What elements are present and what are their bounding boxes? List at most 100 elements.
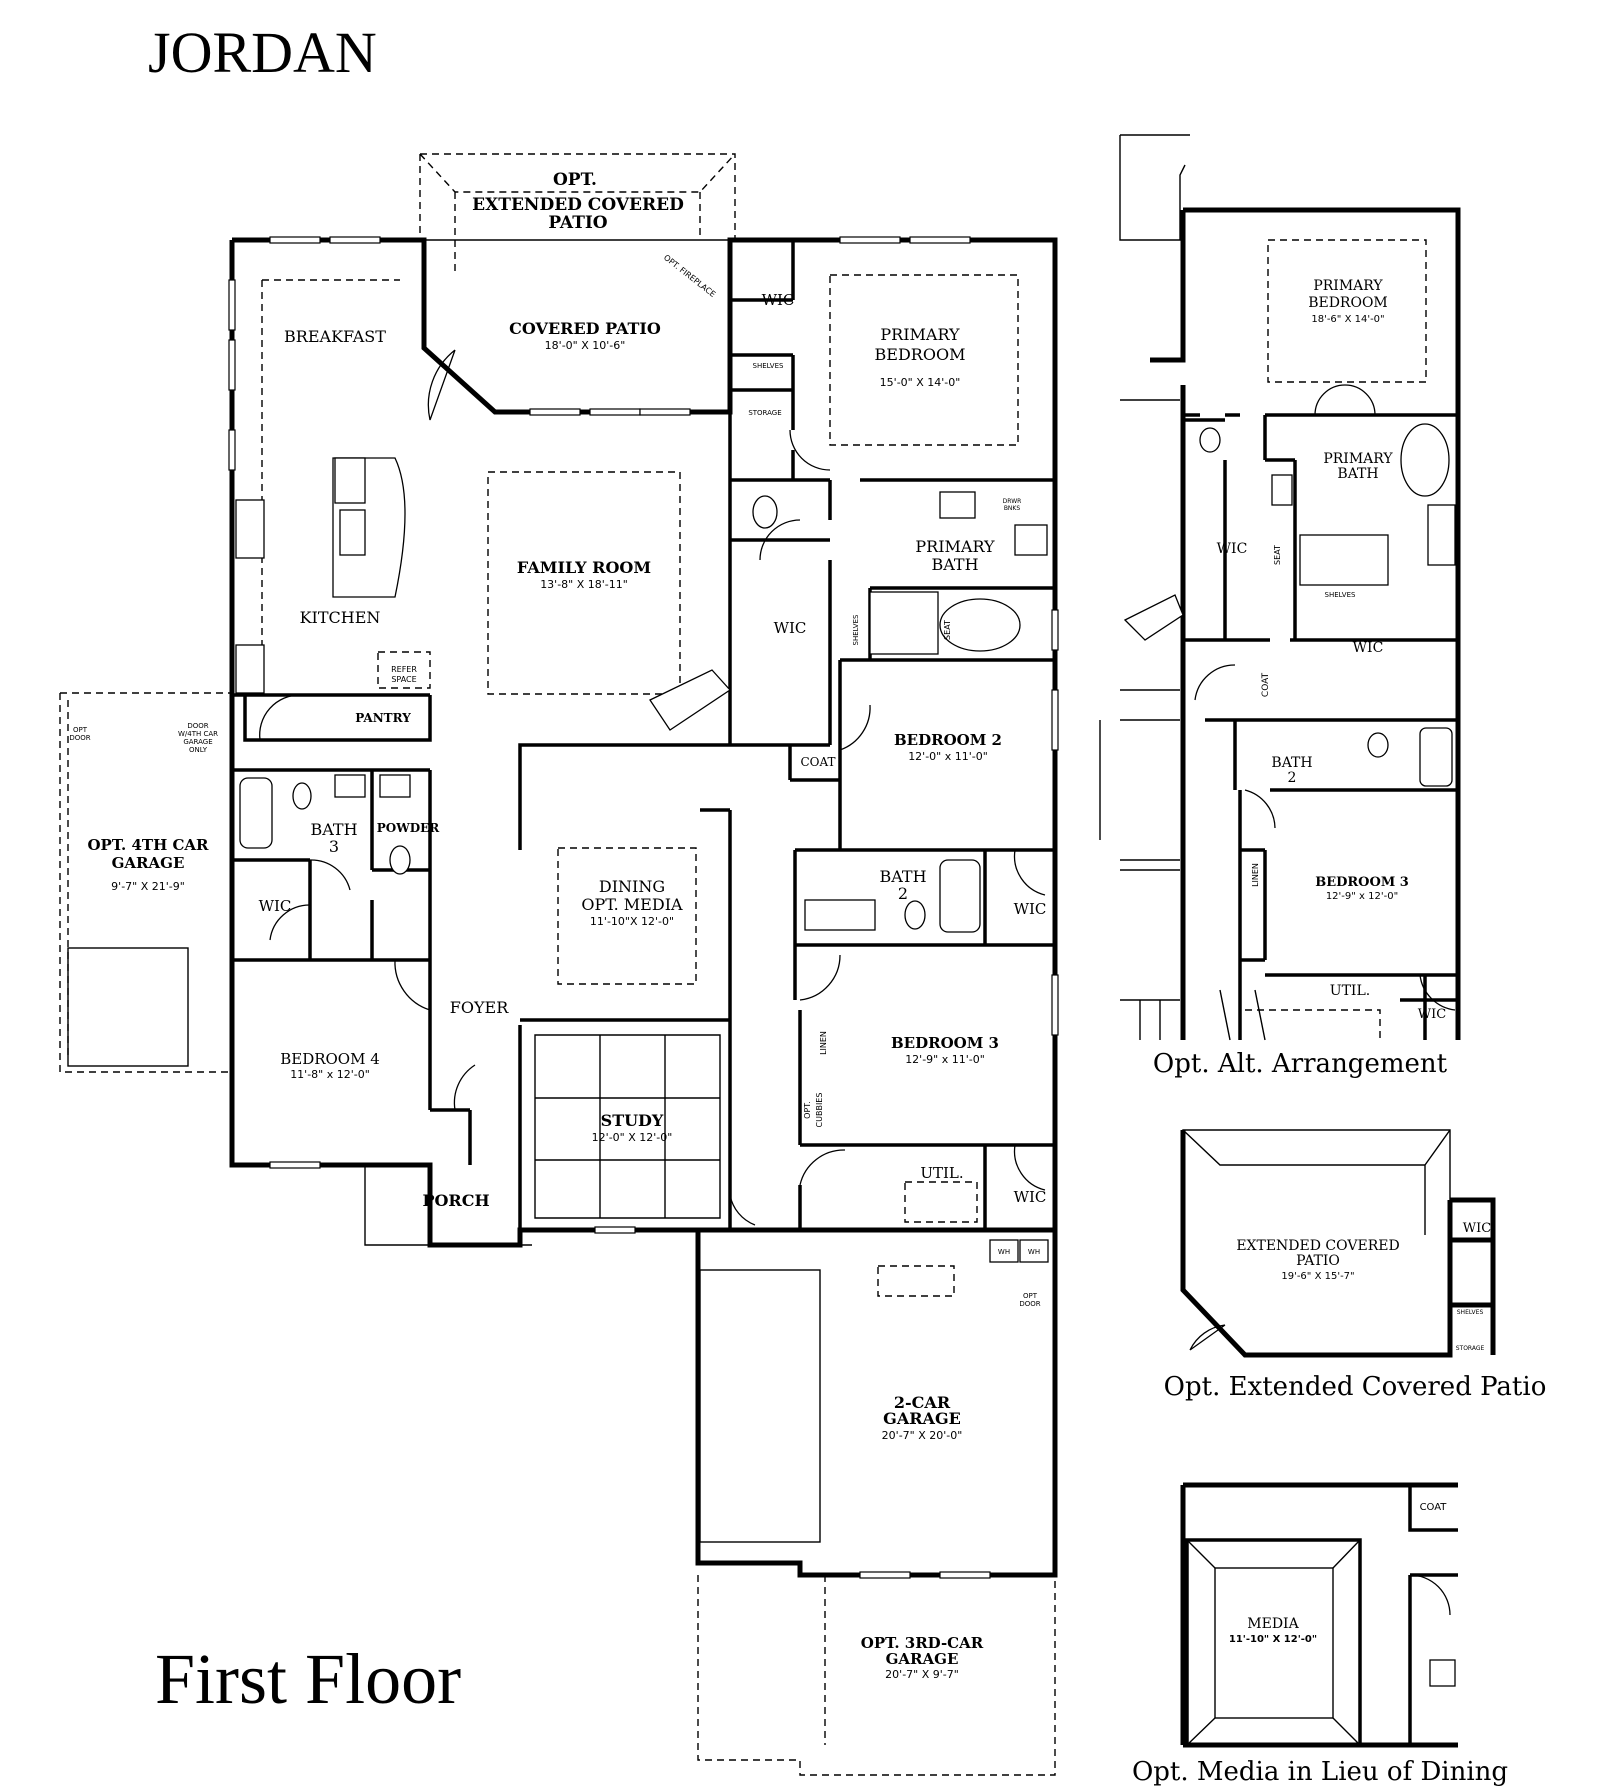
ext-patio-label-1: EXTENDED COVERED [1236,1238,1399,1254]
bath3-door [309,859,351,891]
covered-patio-size: 18'-0" X 10'-6" [545,339,626,352]
porch-outline [364,1165,532,1246]
alt-tub [1400,423,1450,497]
alt-coat: COAT [1261,672,1271,697]
util-label: UTIL. [920,1164,963,1182]
bath3-tub [239,777,273,849]
opt-3rd-garage-label-2: GARAGE [886,1650,959,1668]
alt-bath2-label-2: 2 [1288,770,1297,786]
refer-space-outline [377,651,431,689]
coat-label: COAT [800,755,835,769]
bedroom4-label: BEDROOM 4 [280,1050,380,1068]
bedroom2-door [839,704,871,751]
opt-door-garage-2: DOOR [1019,1300,1040,1308]
family-room-label: FAMILY ROOM [517,558,651,577]
primary-toilet [752,495,778,529]
primary-bedroom-door [789,429,831,471]
door-note-1: DOOR [187,722,208,730]
garage-label-1: 2-CAR [894,1393,951,1412]
wic-bed4-label: WIC [259,897,292,915]
media-size: 11'-10" X 12'-0" [1229,1634,1317,1645]
study-grid [534,1034,721,1219]
bath2-toilet [904,900,926,930]
ext-patio-caption: Opt. Extended Covered Patio [1164,1372,1547,1402]
garage-size: 20'-7" X 20'-0" [882,1429,963,1442]
alt-fireplace-outline [1119,134,1190,241]
media-room-walls [1185,1538,1362,1747]
alt-arrangement-plan: PRIMARY BEDROOM 18'-6" X 14'-0" PRIMARY … [1099,134,1461,1079]
opt-door-4th-1: OPT [73,726,88,734]
water-heater-1 [989,1239,1019,1263]
alt-seat: SEAT [1273,545,1282,565]
bath3-label-2: 3 [329,837,339,856]
primary-bath-label-2: BATH [931,555,978,574]
opt-cubbies-2: CUBBIES [815,1093,824,1128]
storage-label: STORAGE [748,409,781,417]
ext-patio-storage: STORAGE [1456,1345,1485,1352]
door-note-4: ONLY [189,746,208,754]
garage-door-opt [699,1269,821,1543]
alt-coat-door [1194,664,1236,701]
breakfast-label: BREAKFAST [284,327,386,346]
opt-4th-garage-label-1: OPT. 4TH CAR [87,836,209,854]
wic-primary-label: WIC [762,291,795,309]
opt-door-garage-1: OPT [1023,1292,1038,1300]
media-label: MEDIA [1247,1616,1299,1632]
primary-sink-2 [1014,524,1048,556]
drwr-bnks-2: BNKS [1004,505,1021,512]
garage-cabinet [877,1265,955,1297]
util-appliances [904,1181,978,1223]
covered-patio-label: COVERED PATIO [509,319,661,338]
garage-entry-door [729,1194,756,1226]
wh-label-2: WH [1028,1248,1040,1256]
bath3-toilet [292,782,312,810]
range [235,499,265,559]
ext-patio-plan: EXTENDED COVERED PATIO 19'-6" X 15'-7" W… [1164,1129,1547,1402]
bedroom2-label: BEDROOM 2 [894,731,1002,749]
opt-4th-garage-label-2: GARAGE [112,854,185,872]
kitchen-sink [339,509,366,556]
alt-interior-walls [1181,413,1458,1040]
bedroom3-size: 12'-9" x 11'-0" [905,1053,985,1066]
kitchen-ceiling [261,279,400,670]
alt-primary-bath-label-1: PRIMARY [1323,451,1393,467]
door-note-2: W/4TH CAR [178,730,218,738]
wic-bath2-label: WIC [1014,900,1047,918]
opt-patio-label-3: PATIO [548,213,607,233]
alt-wic-left: WIC [1217,541,1248,557]
opt-4th-garage-size: 9'-7" X 21'-9" [111,880,185,893]
alt-wic-door [1419,974,1456,1011]
bath3-label-1: BATH [310,820,357,839]
refer-space-2: SPACE [391,675,416,684]
kitchen-label: KITCHEN [300,608,381,627]
alt-util-lines [1219,989,1266,1041]
alt-fireplace [1123,594,1184,641]
pantry-label: PANTRY [355,711,411,725]
ext-patio-walls [1180,1130,1496,1358]
bedroom3-label: BEDROOM 3 [891,1034,999,1052]
foyer-label: FOYER [450,998,509,1017]
refer-space-1: REFER [391,665,417,674]
linen-label: LINEN [819,1031,828,1055]
alt-shower [1299,534,1389,586]
bedroom4-size: 11'-8" x 12'-0" [290,1068,370,1081]
alt-bath2-tub [1419,727,1453,787]
alt-caption: Opt. Alt. Arrangement [1153,1049,1448,1079]
primary-tub [939,598,1021,652]
bath2-label-1: BATH [879,867,926,886]
ext-patio-label-2: PATIO [1296,1253,1340,1269]
util-door [799,1149,846,1186]
alt-primary-toilet [1199,427,1221,453]
opt-3rd-garage-outline [697,1575,1056,1776]
opt-3rd-garage-size: 20'-7" X 9'-7" [885,1668,959,1681]
alt-vanity-right [1427,504,1456,566]
primary-sink-1 [939,491,976,519]
porch-label: PORCH [422,1191,489,1210]
ext-patio-ceiling [1182,1129,1451,1235]
garage-label-2: GARAGE [883,1409,961,1428]
main-plan-labels: OPT. EXTENDED COVERED PATIO OPT. FIREPLA… [69,170,1046,1681]
alt-primary-bath-label-2: BATH [1337,466,1378,482]
windows [228,236,1059,1579]
pantry-door [259,694,301,741]
drwr-bnks-1: DRWR [1003,498,1022,505]
